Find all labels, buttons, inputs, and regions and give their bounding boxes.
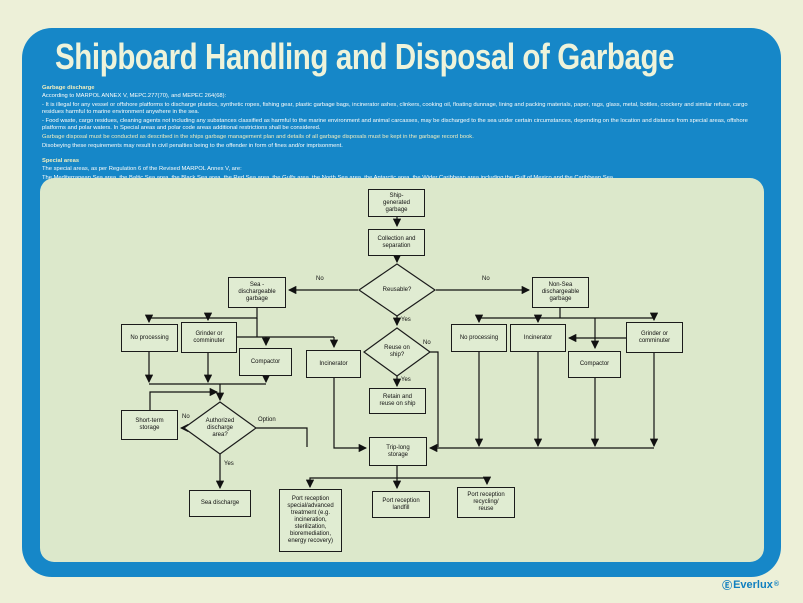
node-left-incinerator: Incinerator xyxy=(306,350,361,378)
node-port-reception-landfill: Port reception landfill xyxy=(372,491,430,518)
poster-title: Shipboard Handling and Disposal of Garba… xyxy=(55,36,675,77)
section-heading-special-areas: Special areas xyxy=(42,158,80,164)
node-reusable-decision: Reusable? xyxy=(382,286,412,293)
node-left-no-processing: No processing xyxy=(121,324,178,352)
section-heading-garbage-discharge: Garbage discharge xyxy=(42,85,95,91)
node-left-grinder-or-comminuter: Grinder or comminuter xyxy=(181,322,237,353)
node-short-term-storage: Short-term storage xyxy=(121,410,178,440)
node-right-incinerator: Incinerator xyxy=(510,324,566,352)
edge-label-no-right: No xyxy=(482,276,490,282)
node-non-sea-dischargeable-garbage: Non-Sea dischargeable garbage xyxy=(532,277,589,308)
edge-label-option: Option xyxy=(258,417,276,423)
node-ship-generated-garbage: Ship- generated garbage xyxy=(368,189,425,217)
edge-label-no-authorized: No xyxy=(182,414,190,420)
edge-label-yes-reusable: Yes xyxy=(401,317,411,323)
text-line: - Food waste, cargo residues, cleaning a… xyxy=(42,118,748,131)
edge-label-no-left: No xyxy=(316,276,324,282)
everlux-logo-text: Everlux xyxy=(733,578,773,591)
node-right-grinder-or-comminuter: Grinder or comminuter xyxy=(626,322,683,353)
edge-label-yes-reuse: Yes xyxy=(401,377,411,383)
node-port-reception-special-treatment: Port reception special/advanced treatmen… xyxy=(279,489,342,552)
reuse-on-ship-diamond-shape xyxy=(362,327,432,377)
node-left-compactor: Compactor xyxy=(239,348,292,376)
authorized-discharge-diamond-shape xyxy=(182,401,258,455)
edge-label-no-reuse: No xyxy=(423,340,431,346)
node-port-reception-recycling-reuse: Port reception recycling/ reuse xyxy=(457,487,515,518)
text-line: Garbage disposal must be conducted as de… xyxy=(42,134,474,140)
node-trip-long-storage: Trip-long storage xyxy=(369,437,427,466)
node-reuse-on-ship-decision: Reuse on ship? xyxy=(384,345,410,358)
node-authorized-discharge-decision: Authorized discharge area? xyxy=(205,417,235,438)
node-retain-and-reuse-on-ship: Retain and reuse on ship xyxy=(369,388,426,414)
node-right-compactor: Compactor xyxy=(568,351,621,378)
text-line: The special areas, as per Regulation 6 o… xyxy=(42,166,242,172)
node-collection-and-separation: Collection and separation xyxy=(368,229,425,256)
everlux-circle-icon: Ⓔ xyxy=(722,581,733,592)
text-line: According to MARPOL ANNEX V, MEPC.277(70… xyxy=(42,93,227,99)
reusable-diamond-shape xyxy=(357,263,437,317)
text-line: - It is illegal for any vessel or offsho… xyxy=(42,102,748,115)
text-line: Disobeying these requirements may result… xyxy=(42,143,343,149)
node-right-no-processing: No processing xyxy=(451,324,507,352)
registered-trademark-icon: ® xyxy=(773,581,779,588)
node-sea-discharge: Sea discharge xyxy=(189,490,251,517)
edge-label-yes-authorized: Yes xyxy=(224,461,234,467)
node-sea-dischargeable-garbage: Sea - dischargeable garbage xyxy=(228,277,286,308)
